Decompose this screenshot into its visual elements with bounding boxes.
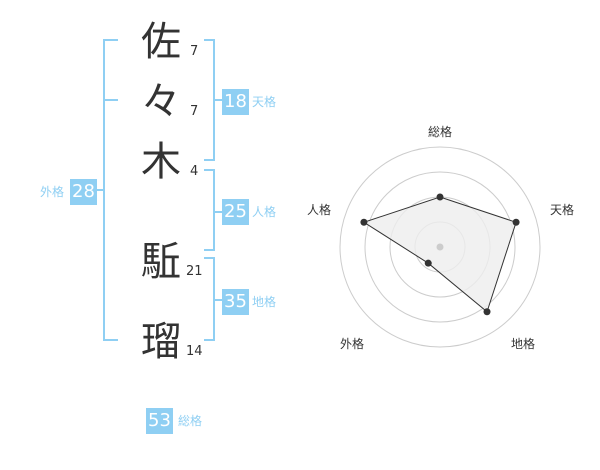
radar-chart: [339, 146, 541, 348]
radar-axis-label-gaikaku: 外格: [340, 337, 365, 351]
tenkaku-value: 18: [222, 89, 249, 115]
stroke-count-4: 21: [186, 264, 203, 279]
gaikaku-label: 外格: [40, 185, 65, 199]
radar-axis-label-tenkaku: 天格: [550, 203, 575, 217]
chikaku-label: 地格: [252, 295, 277, 309]
stroke-count-3: 4: [190, 164, 199, 179]
jinkaku-value: 25: [222, 199, 249, 225]
stroke-count-1: 7: [190, 44, 199, 59]
radar-point-1: [436, 193, 444, 201]
radar-polygon: [362, 196, 517, 313]
radar-grid-ring: [339, 146, 541, 348]
name-char-1: 佐: [141, 19, 181, 65]
gaikaku-bracket: [103, 39, 118, 341]
name-char-3: 木: [141, 139, 181, 185]
name-char-5: 瑠: [141, 319, 181, 365]
radar-point-4: [424, 259, 432, 267]
soukaku-label: 総格: [178, 414, 203, 428]
stroke-count-5: 14: [186, 344, 203, 359]
tenkaku-label: 天格: [252, 95, 277, 109]
radar-point-5: [360, 218, 368, 226]
radar-grid-ring: [364, 171, 516, 323]
chikaku-bracket: [204, 257, 215, 341]
radar-center-dot: [436, 243, 444, 251]
stroke-count-2: 7: [190, 104, 199, 119]
name-char-4: 駈: [141, 239, 181, 285]
radar-axis-label-soukaku: 総格: [428, 125, 453, 139]
radar-axis-label-jinkaku: 人格: [307, 203, 332, 217]
radar-point-2: [512, 218, 520, 226]
radar-axis-label-chikaku: 地格: [511, 337, 536, 351]
radar-point-3: [483, 308, 491, 316]
tenkaku-bracket: [204, 39, 215, 161]
name-char-2: 々: [141, 79, 181, 125]
jinkaku-label: 人格: [252, 205, 277, 219]
gaikaku-value: 28: [70, 179, 97, 205]
jinkaku-bracket: [204, 169, 215, 251]
soukaku-value: 53: [146, 408, 173, 434]
chikaku-value: 35: [222, 289, 249, 315]
